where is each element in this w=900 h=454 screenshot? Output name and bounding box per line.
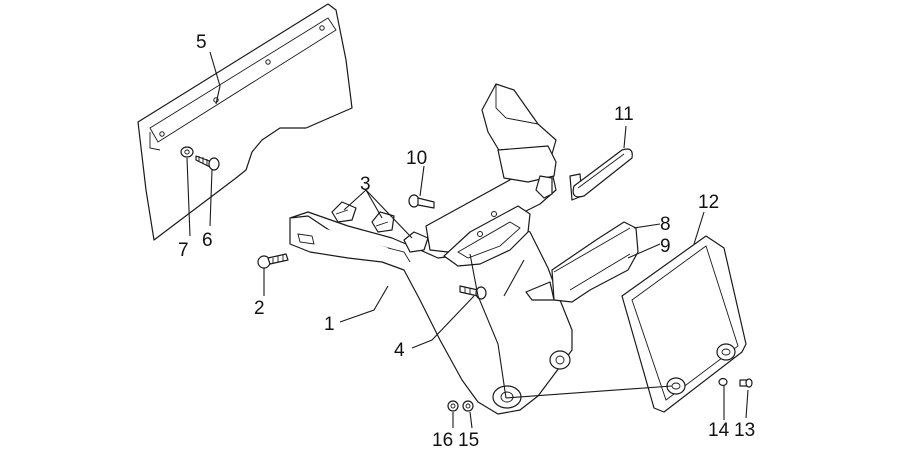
part-clip-3b xyxy=(371,211,395,233)
callout-1: 1 xyxy=(324,314,335,335)
callout-14: 14 xyxy=(708,420,730,441)
callout-12: 12 xyxy=(698,192,719,213)
part-washer-14 xyxy=(718,377,728,387)
callout-8: 8 xyxy=(660,214,671,235)
callout-4: 4 xyxy=(394,340,405,361)
part-clip-3c xyxy=(403,231,429,253)
part-upper-bracket xyxy=(425,83,583,267)
part-washer-7 xyxy=(180,146,194,158)
callout-10: 10 xyxy=(406,148,427,169)
part-mudflap xyxy=(137,3,353,241)
callout-3: 3 xyxy=(360,174,371,195)
callout-7: 7 xyxy=(178,240,189,261)
callout-16: 16 xyxy=(432,430,453,451)
callout-15: 15 xyxy=(458,430,479,451)
callout-2: 2 xyxy=(254,298,265,319)
callout-11: 11 xyxy=(614,104,634,125)
callout-13: 13 xyxy=(734,420,755,441)
part-tail-lamp xyxy=(525,221,639,303)
part-washer-15 xyxy=(462,400,474,412)
part-screw-13 xyxy=(739,378,753,388)
part-screw-10 xyxy=(408,194,435,209)
part-screw-6 xyxy=(195,155,220,171)
part-reflector xyxy=(572,148,633,198)
callout-9: 9 xyxy=(660,236,671,257)
part-license-plate xyxy=(621,235,747,413)
callouts: 5 7 6 3 10 2 1 4 11 8 9 12 13 14 15 16 xyxy=(178,32,755,451)
leader-lines xyxy=(186,51,749,429)
callout-6: 6 xyxy=(202,230,213,251)
callout-5: 5 xyxy=(196,32,207,53)
part-screw-2 xyxy=(257,253,289,269)
part-nut-16 xyxy=(447,400,459,412)
part-clip-3a xyxy=(331,201,357,223)
